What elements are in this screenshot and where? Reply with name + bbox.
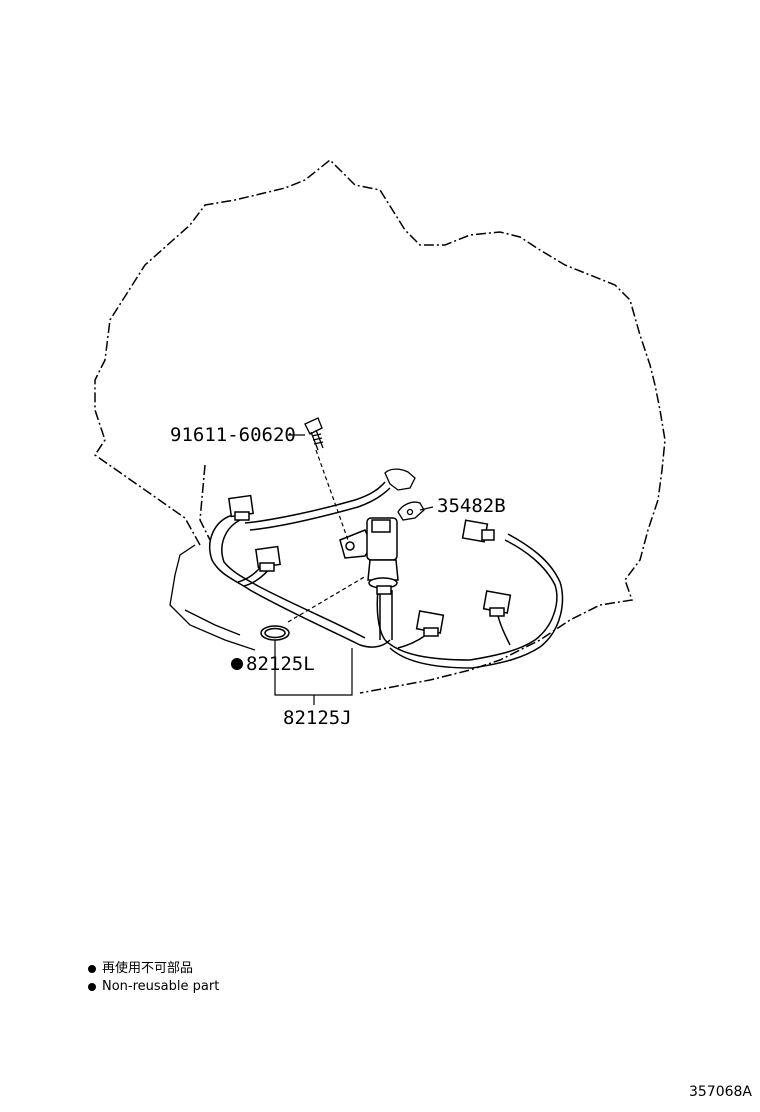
connector-5 bbox=[482, 590, 512, 617]
bullet-icon bbox=[88, 965, 96, 973]
legend-text-jp: 再使用不可部品 bbox=[102, 961, 194, 976]
part-label-harness: 82125J bbox=[283, 707, 352, 729]
transmission-housing bbox=[93, 158, 666, 694]
guide-lines bbox=[287, 449, 367, 623]
connector-1 bbox=[228, 494, 254, 521]
part-label-clamp: 35482B bbox=[437, 495, 506, 517]
leader-lines bbox=[274, 434, 434, 705]
legend: 再使用不可部品 Non-reusable part bbox=[88, 960, 219, 996]
gasket-part bbox=[260, 625, 290, 641]
clamp-top bbox=[384, 468, 416, 491]
speed-sensor bbox=[339, 517, 399, 595]
figure-code: 357068A bbox=[688, 1084, 752, 1100]
harness-connectors bbox=[228, 494, 512, 637]
part-label-bolt: 91611-60620 bbox=[170, 424, 296, 446]
non-reusable-dot bbox=[231, 658, 243, 670]
transmission-pan bbox=[169, 544, 256, 651]
connector-3 bbox=[461, 519, 495, 543]
clamp-part bbox=[397, 501, 425, 521]
legend-text-en: Non-reusable part bbox=[102, 979, 220, 994]
part-label-gasket: 82125L bbox=[246, 653, 315, 675]
wire-harness bbox=[209, 481, 564, 669]
connector-4 bbox=[415, 610, 445, 637]
bullet-icon bbox=[88, 983, 96, 991]
bolt-part bbox=[304, 417, 324, 451]
connector-2 bbox=[255, 545, 281, 572]
legend-row-jp: 再使用不可部品 bbox=[88, 960, 219, 978]
legend-row-en: Non-reusable part bbox=[88, 978, 219, 996]
